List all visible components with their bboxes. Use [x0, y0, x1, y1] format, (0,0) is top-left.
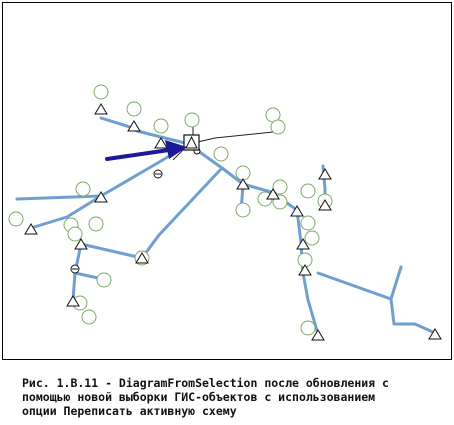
circle-junction-icon[interactable] — [235, 165, 251, 181]
triangle-nodes — [24, 103, 442, 341]
selected-node-icon[interactable] — [183, 134, 200, 151]
diagram-canvas[interactable] — [2, 2, 452, 360]
junction-circles — [8, 84, 333, 336]
caption-line-1: Рис. 1.В.11 - DiagramFromSelection после… — [22, 376, 389, 390]
triangle-node-icon[interactable] — [94, 103, 108, 115]
triangle-node-icon[interactable] — [318, 168, 332, 180]
triangle-node-icon[interactable] — [236, 178, 250, 190]
circle-junction-icon[interactable] — [93, 84, 109, 100]
triangle-node-icon[interactable] — [24, 223, 38, 235]
triangle-node-icon[interactable] — [318, 199, 332, 211]
triangle-node-icon[interactable] — [74, 238, 88, 250]
arrow-shaft — [105, 148, 171, 161]
circle-junction-icon[interactable] — [126, 101, 142, 117]
triangle-node-icon[interactable] — [266, 188, 280, 200]
pipe-segment[interactable] — [29, 194, 103, 230]
circle-junction-icon[interactable] — [153, 118, 169, 134]
circle-junction-icon[interactable] — [300, 183, 316, 199]
circle-junction-icon[interactable] — [81, 309, 97, 325]
triangle-node-icon[interactable] — [290, 205, 304, 217]
circle-junction-icon[interactable] — [8, 211, 24, 227]
valves — [70, 147, 201, 274]
triangle-node-icon[interactable] — [154, 137, 168, 149]
circle-junction-icon[interactable] — [304, 230, 320, 246]
pointer-arrow — [105, 140, 187, 161]
valve-icon[interactable] — [70, 264, 80, 274]
circle-junction-icon[interactable] — [235, 202, 251, 218]
triangle-node-icon[interactable] — [66, 295, 80, 307]
triangle-node-icon[interactable] — [428, 328, 442, 340]
pipe-segment[interactable] — [99, 116, 191, 146]
triangle-node-icon[interactable] — [298, 264, 312, 276]
pipe-segment[interactable] — [140, 166, 224, 260]
triangle-node-icon[interactable] — [296, 238, 310, 250]
circle-junction-icon[interactable] — [300, 215, 316, 231]
triangle-node-icon[interactable] — [311, 329, 325, 341]
circle-junction-icon[interactable] — [213, 146, 229, 162]
pipe-segment[interactable] — [15, 194, 103, 201]
network-diagram[interactable] — [3, 3, 453, 361]
triangle-node-icon[interactable] — [94, 191, 108, 203]
circle-junction-icon[interactable] — [96, 272, 112, 288]
figure-caption: Рис. 1.В.11 - DiagramFromSelection после… — [22, 376, 442, 418]
circle-junction-icon[interactable] — [88, 216, 104, 232]
circle-junction-icon[interactable] — [67, 226, 83, 242]
circle-junction-icon[interactable] — [270, 119, 286, 135]
caption-line-2: помощью новой выборки ГИС-объектов с исп… — [22, 390, 376, 404]
pipe-segment[interactable] — [316, 265, 403, 301]
circle-junction-icon[interactable] — [300, 320, 316, 336]
circle-junction-icon[interactable] — [184, 112, 200, 128]
triangle-node-icon[interactable] — [135, 252, 149, 264]
pipe-segment[interactable] — [73, 271, 100, 280]
pipe-segment[interactable] — [79, 242, 144, 260]
circle-junction-icon[interactable] — [75, 181, 91, 197]
link-line[interactable] — [188, 131, 274, 145]
triangle-node-icon[interactable] — [127, 120, 141, 132]
circle-junction-icon[interactable] — [272, 179, 288, 195]
pipe-segment[interactable] — [389, 297, 437, 335]
valve-icon[interactable] — [153, 169, 163, 179]
caption-line-3: опции Переписать активную схему — [22, 404, 237, 418]
arrow-head — [165, 140, 187, 159]
